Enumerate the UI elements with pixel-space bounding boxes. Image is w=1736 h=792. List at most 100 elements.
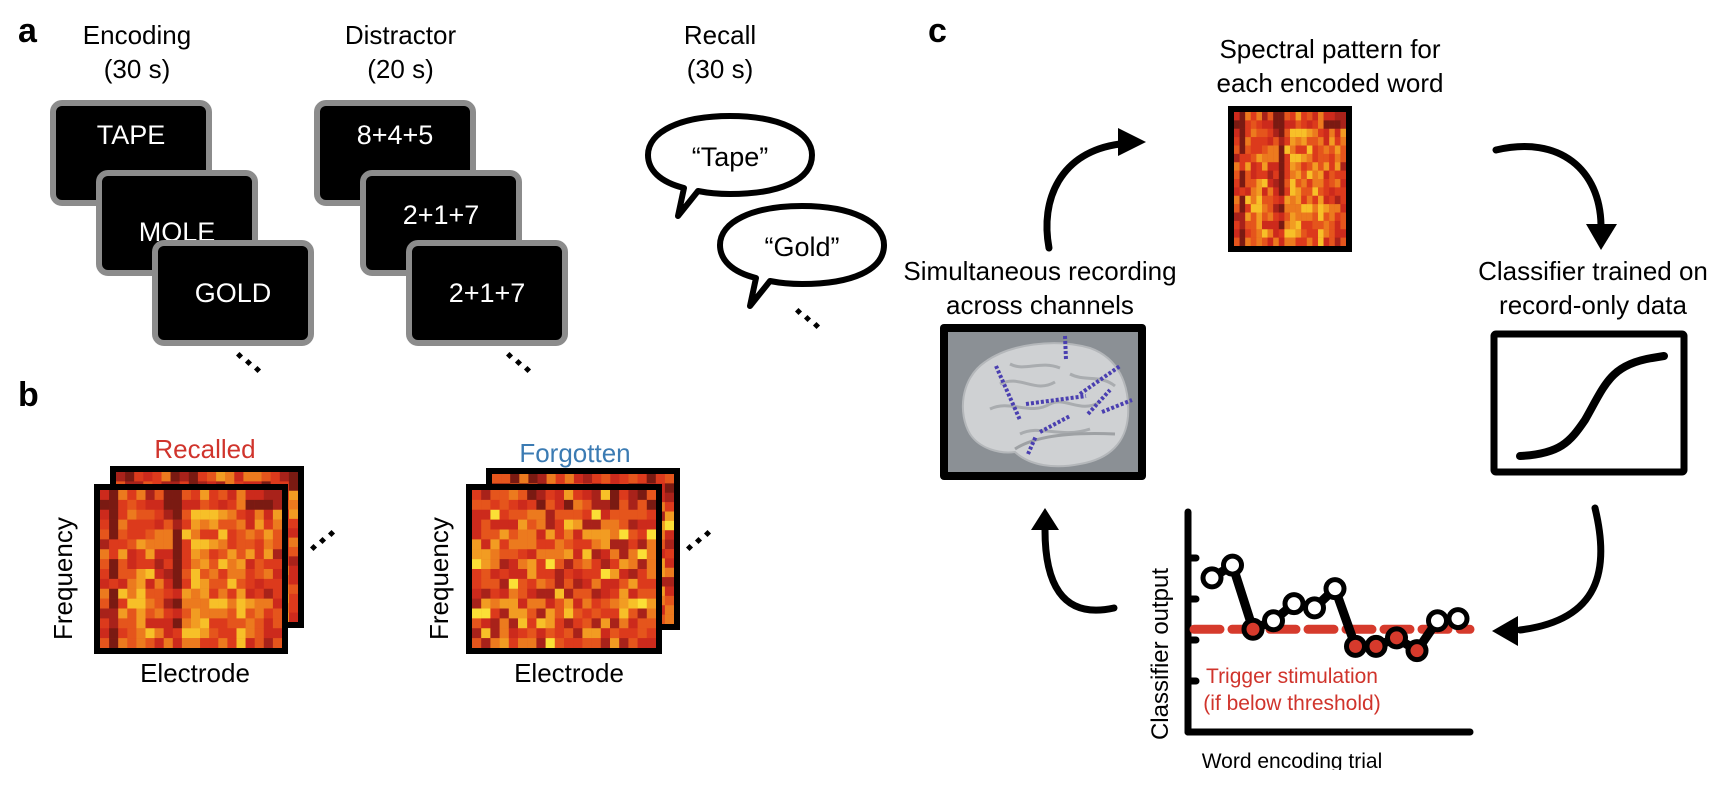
panel-b-letter: b [18,376,39,414]
heatmap-cell [1295,220,1302,230]
heatmap-cell [664,539,674,550]
heatmap-cell [610,509,620,520]
heatmap-cell [545,499,555,510]
heatmap-cell [1250,229,1257,238]
heatmap-cell [272,598,282,609]
heatmap-cell [163,519,173,530]
heatmap-cell [508,519,519,530]
heatmap-cell [490,490,500,501]
heatmap-cell [1301,128,1307,138]
heatmap-cell [1329,170,1335,180]
speech-bubble-1-text: “Tape” [691,142,769,172]
heatmap-cell [1278,195,1285,205]
heatmap-cell [127,529,137,540]
heatmap-cell [527,499,537,510]
heatmap-cell [1284,195,1291,205]
heatmap-cell [490,618,500,629]
heatmap-cell [263,578,274,589]
heatmap-cell [610,529,620,540]
heatmap-cell [1245,212,1251,222]
heatmap-cell [664,577,674,587]
heatmap-cell [619,474,629,484]
heatmap-cell [637,559,647,570]
heatmap-cell [582,549,592,560]
heatmap-cell [1306,220,1313,230]
panel-c-letter: c [928,12,947,50]
recalled-ylabel: Frequency [48,517,78,640]
heatmap-cell [118,490,128,501]
heatmap-cell [628,559,638,570]
heatmap-cell [100,490,110,501]
heatmap-cell [564,539,574,550]
heatmap-cell [200,539,210,550]
heatmap-cell [1312,220,1319,230]
heatmap-cell [646,569,656,580]
heatmap-cell [154,539,164,550]
heatmap-cell [263,588,274,599]
heatmap-cell [1306,212,1313,222]
heatmap-cell [1290,212,1296,222]
heatmap-cell [554,559,565,570]
heatmap-cell [197,472,208,482]
heatmap-cell [1262,120,1268,129]
heatmap-cell [272,539,282,550]
heatmap-cell [236,509,246,520]
heatmap-cell [1329,187,1335,196]
trigger-label-line-2: (if below threshold) [1203,692,1380,715]
heatmap-cell [1239,112,1246,121]
heatmap-cell [172,578,183,589]
heatmap-cell [272,519,282,530]
heatmap-cell [564,509,574,520]
heatmap-cell [163,608,173,619]
heatmap-cell [554,549,565,560]
heatmap-cell [518,499,528,510]
heatmap-cell [508,559,519,570]
heatmap-cell [1334,195,1341,205]
heatmap-cell [154,559,164,570]
heatmap-cell [154,529,164,540]
heatmap-cell [227,598,237,609]
heatmap-cell [573,628,583,639]
heatmap-cell [1234,170,1240,180]
heatmap-cell [508,499,519,510]
heatmap-cell [1312,187,1319,196]
heatmap-cell [1239,220,1246,230]
heatmap-cell [1329,237,1335,246]
heatmap-cell [172,588,183,599]
heatmap-cell [1340,204,1346,213]
heatmap-cell [472,598,482,609]
heatmap-cell [600,490,611,501]
heatmap-cell [610,638,620,648]
recalled-heatmap-front [94,484,288,654]
heatmap-cell [136,519,146,530]
heatmap-cell [554,598,565,609]
heatmap-cell [1239,195,1246,205]
heatmap-cell [170,472,180,482]
heatmap-cell [1256,179,1263,188]
heatmap-cell [191,559,201,570]
heatmap-cell [136,509,146,520]
heatmap-cell [1245,162,1251,171]
heatmap-cell [1290,229,1296,238]
heatmap-cell [263,519,274,530]
heatmap-cell [545,509,555,520]
heatmap-cell [272,638,282,648]
heatmap-cell [564,578,574,589]
heatmap-cell [1273,212,1279,222]
heatmap-cell [619,608,629,619]
heatmap-cell [536,549,546,560]
heatmap-cell [1301,179,1307,188]
heatmap-cell [218,509,228,520]
heatmap-cell [1290,204,1296,213]
heatmap-cell [472,559,482,570]
spectral-pattern-label: Spectral pattern for each encoded word [1180,32,1480,100]
heatmap-cell [1234,220,1240,230]
heatmap-cell [591,638,601,648]
heatmap-cell [619,549,629,560]
heatmap-cell [591,549,601,560]
heatmap-cell [573,559,583,570]
heatmap-cell [1273,179,1279,188]
heatmap-cell [1312,179,1319,188]
heatmap-cell [145,598,155,609]
arrowhead-icon [1586,224,1617,250]
